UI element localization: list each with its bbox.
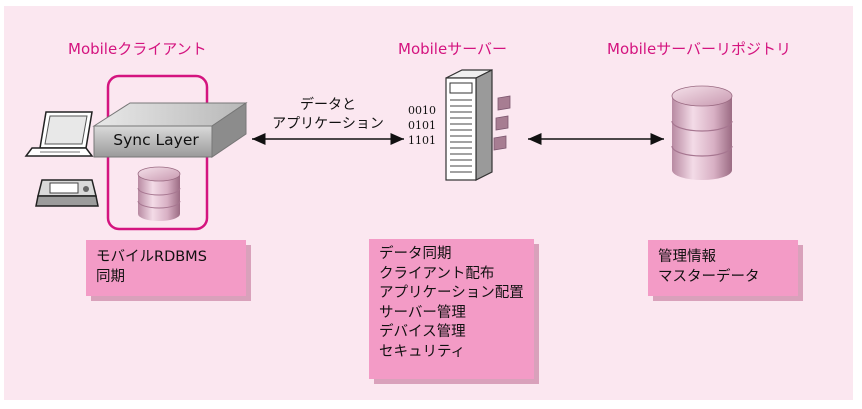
binary-line-3: 1101 <box>408 134 436 147</box>
repository-database-icon <box>671 85 733 180</box>
repository-feature-1: 管理情報 <box>658 249 716 265</box>
binary-readout: 0010 0101 1101 <box>408 103 436 148</box>
client-database-icon <box>137 166 181 221</box>
client-feature-1: モバイルRDBMS <box>96 249 207 265</box>
repository-feature-box: 管理情報 マスターデータ <box>648 240 798 296</box>
laptop-icon <box>24 111 94 157</box>
binary-line-2: 0101 <box>408 119 436 132</box>
server-title: Mobileサーバー <box>398 40 508 58</box>
sync-layer-slab <box>92 102 248 158</box>
binary-line-1: 0010 <box>408 104 436 117</box>
server-feature-5: デバイス管理 <box>379 324 466 340</box>
server-feature-1: データ同期 <box>379 246 452 262</box>
repository-feature-2: マスターデータ <box>658 268 760 285</box>
arrow-label-line2: アプリケーション <box>272 116 384 132</box>
client-feature-2: 同期 <box>96 268 125 285</box>
handheld-device-icon <box>35 179 99 207</box>
server-feature-4: サーバー管理 <box>379 304 466 321</box>
server-feature-6: セキュリティ <box>379 343 466 360</box>
repository-title: Mobileサーバーリポジトリ <box>607 40 792 58</box>
server-icon <box>445 69 493 181</box>
server-feature-2: クライアント配布 <box>379 265 495 282</box>
arrow-label: データと アプリケーション <box>252 96 404 134</box>
sync-layer-label: Sync Layer <box>113 131 199 149</box>
server-feature-3: アプリケーション配置 <box>379 285 524 301</box>
data-blocks-icon <box>493 95 511 151</box>
client-feature-box: モバイルRDBMS 同期 <box>86 240 246 296</box>
server-feature-box: データ同期 クライアント配布 アプリケーション配置 サーバー管理 デバイス管理 … <box>369 239 534 379</box>
client-title: Mobileクライアント <box>68 40 207 58</box>
arrow-label-line1: データと <box>300 97 356 113</box>
